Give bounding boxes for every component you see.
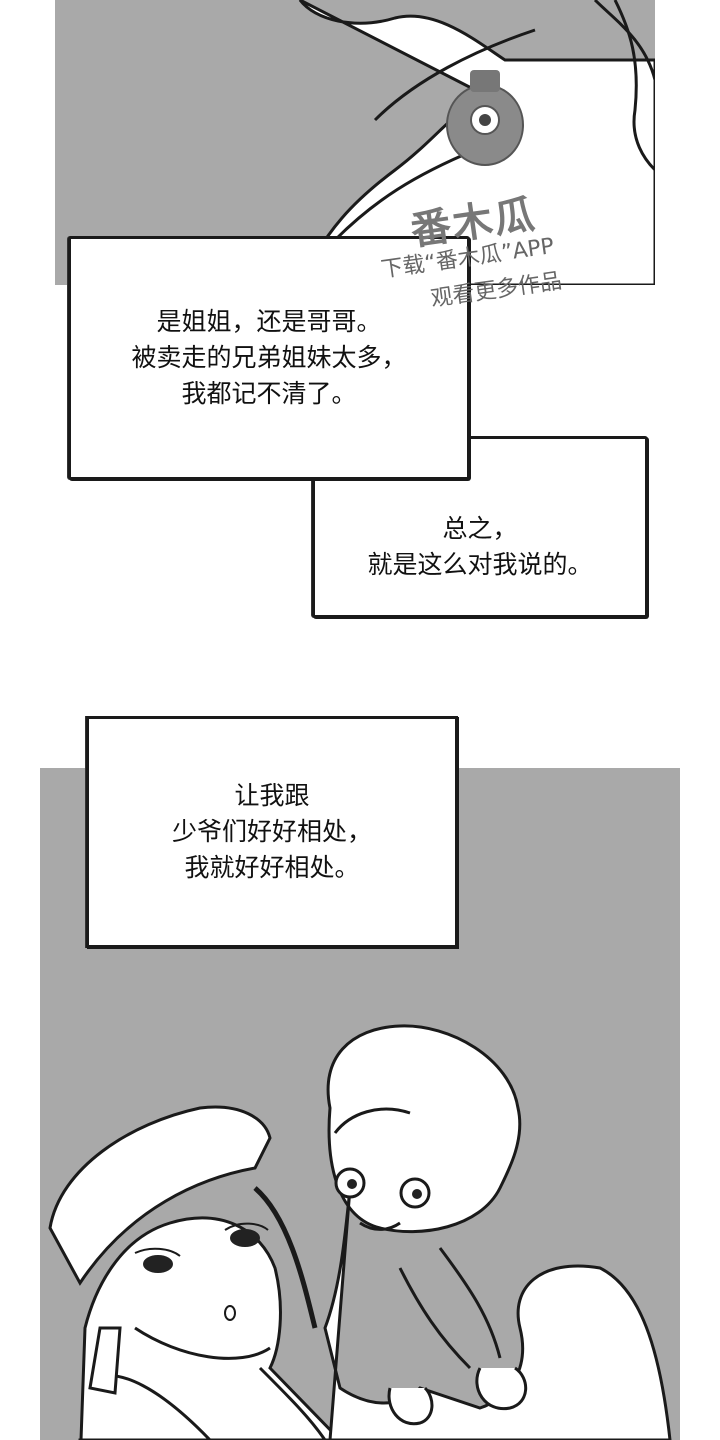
caption-box-3: 让我跟 少爷们好好相处， 我就好好相处。 (86, 716, 458, 948)
right-child-figure (323, 1024, 672, 1440)
left-child-figure (48, 1105, 343, 1440)
papaya-mascot-icon (446, 70, 524, 166)
caption-box-3-text: 让我跟 少爷们好好相处， 我就好好相处。 (172, 778, 372, 886)
caption-line: 是姐姐，还是哥哥。 (156, 307, 382, 336)
caption-line: 总之， (442, 514, 518, 543)
bottom-panel-characters-art (48, 1024, 672, 1440)
caption-line: 我都记不清了。 (181, 379, 357, 408)
caption-line: 就是这么对我说的。 (367, 550, 593, 579)
caption-line: 被卖走的兄弟姐妹太多， (131, 343, 407, 372)
caption-line: 少爷们好好相处， (171, 817, 372, 846)
caption-box-2-text: 总之， 就是这么对我说的。 (367, 511, 592, 583)
caption-line: 我就好好相处。 (184, 853, 360, 882)
watermark: 番木瓜 下载“番木瓜”APP 观看更多作品 (370, 60, 630, 312)
caption-box-1: 是姐姐，还是哥哥。 被卖走的兄弟姐妹太多， 我都记不清了。 (68, 236, 470, 480)
caption-line: 让我跟 (234, 781, 310, 810)
caption-box-1-text: 是姐姐，还是哥哥。 被卖走的兄弟姐妹太多， 我都记不清了。 (131, 304, 406, 412)
